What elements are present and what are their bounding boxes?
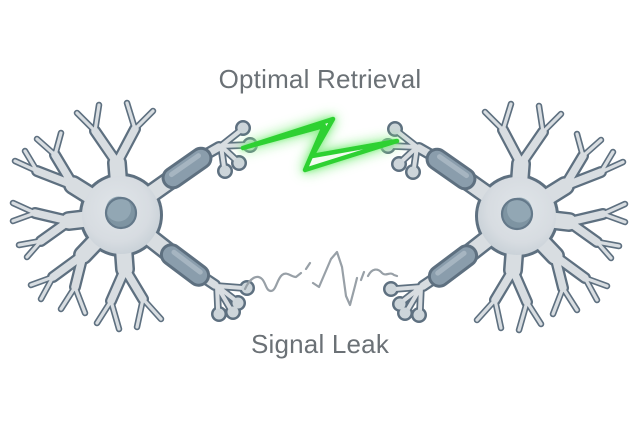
left-neuron: [13, 103, 258, 329]
weak-signal-waveform-icon: [243, 250, 399, 307]
lightning-bolt-icon: [240, 116, 400, 173]
signal-leak-label: Signal Leak: [250, 329, 390, 359]
right-neuron: [380, 104, 625, 330]
optimal-retrieval-label: Optimal Retrieval: [218, 64, 422, 94]
